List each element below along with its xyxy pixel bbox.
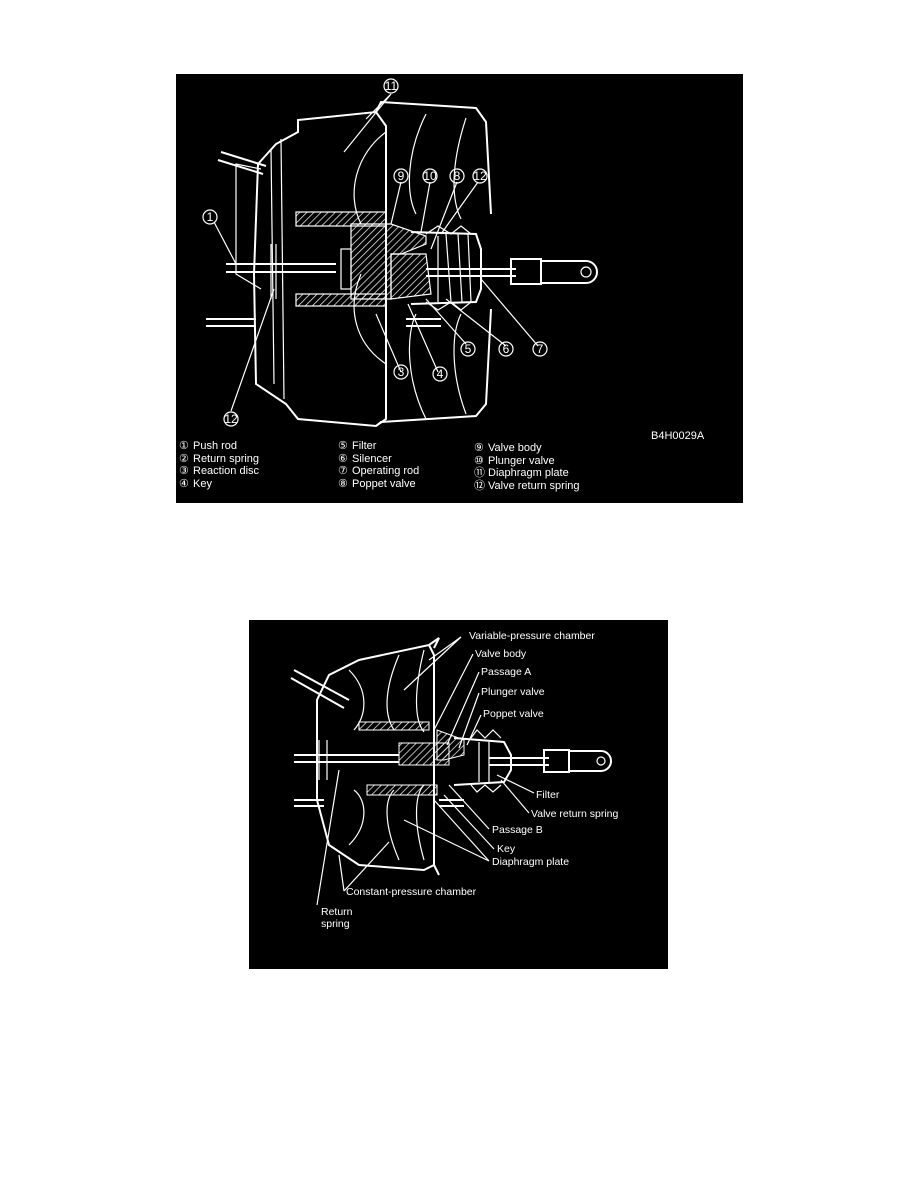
svg-text:6: 6: [503, 342, 510, 356]
callout-6: 6: [498, 341, 514, 357]
label-passage-b: Passage B: [492, 824, 543, 836]
callout-4: 4: [432, 366, 448, 382]
callout-9: 9: [393, 168, 409, 184]
label-key: Key: [497, 843, 516, 855]
booster-operation-figure: Variable-pressure chamber Valve body Pas…: [249, 620, 668, 969]
label-constant-pressure-chamber: Constant-pressure chamber: [346, 886, 477, 898]
figure-code: B4H0029A: [651, 430, 705, 442]
label-passage-a: Passage A: [481, 666, 532, 678]
callout-12-bottom: 12: [223, 411, 239, 427]
svg-text:9: 9: [398, 169, 405, 183]
label-valve-body: Valve body: [475, 648, 527, 660]
callout-5: 5: [460, 341, 476, 357]
booster-cutaway-drawing: 11 9 10 8 12 1 5 6 7 3 4 12: [202, 78, 598, 428]
clevis: [541, 260, 598, 284]
label-valve-return-spring: Valve return spring: [531, 808, 619, 820]
push-rod: [226, 263, 336, 273]
label-filter: Filter: [536, 789, 560, 801]
callout-1: 1: [202, 209, 218, 225]
callout-10: 10: [422, 168, 438, 184]
label-diaphragm-plate: Diaphragm plate: [492, 856, 570, 868]
svg-text:4: 4: [437, 367, 444, 381]
svg-text:1: 1: [207, 210, 214, 224]
shell-front: [316, 643, 435, 872]
label-return-spring: Return spring: [321, 906, 353, 930]
svg-text:5: 5: [465, 342, 472, 356]
callout-8: 8: [449, 168, 465, 184]
callout-7: 7: [532, 341, 548, 357]
label-poppet-valve: Poppet valve: [483, 708, 544, 720]
svg-text:12: 12: [224, 412, 238, 426]
callout-11: 11: [383, 78, 399, 94]
callout-3: 3: [393, 364, 409, 380]
svg-text:7: 7: [537, 342, 544, 356]
svg-text:8: 8: [454, 169, 461, 183]
callout-12-top: 12: [472, 168, 488, 184]
svg-text:12: 12: [473, 169, 487, 183]
svg-text:3: 3: [398, 365, 405, 379]
booster-operation-drawing: [290, 636, 612, 906]
svg-text:10: 10: [423, 169, 437, 183]
label-plunger-valve: Plunger valve: [481, 686, 545, 698]
svg-text:11: 11: [385, 79, 398, 93]
label-variable-pressure-chamber: Variable-pressure chamber: [469, 630, 595, 642]
